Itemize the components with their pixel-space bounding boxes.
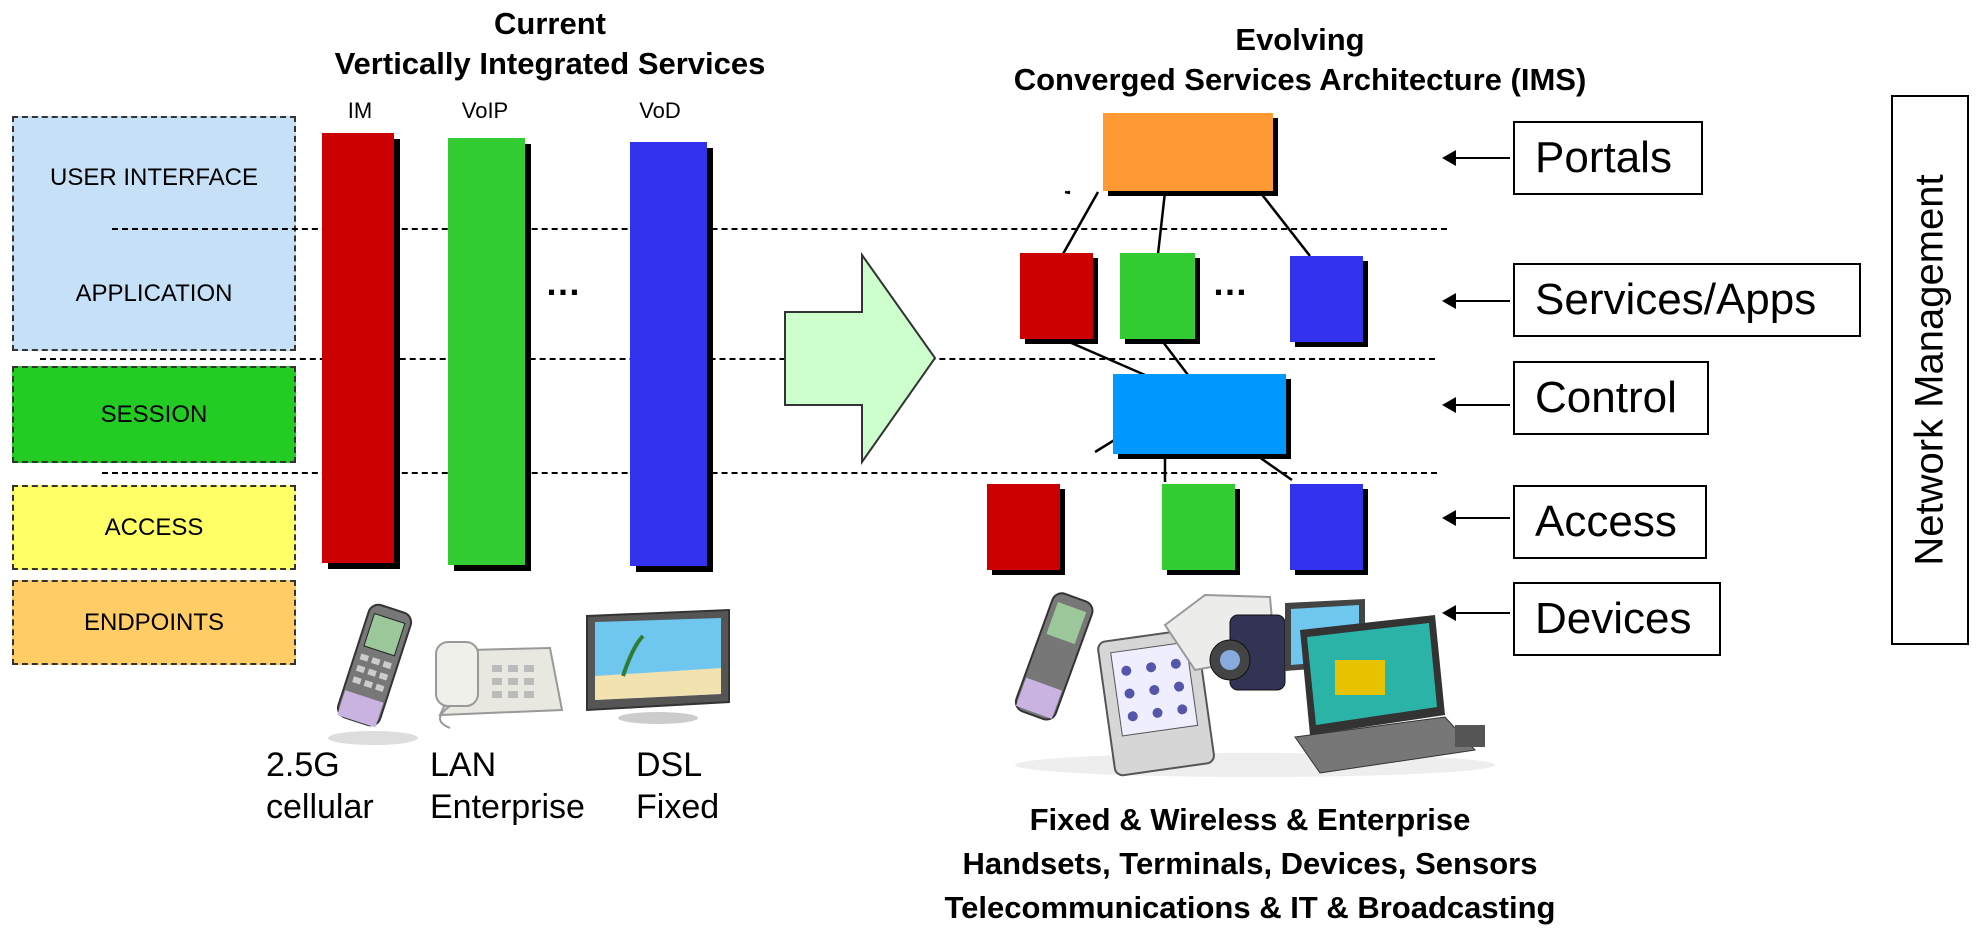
layer-user-interface-label: USER INTERFACE: [49, 164, 259, 191]
ims-access-red-box: [987, 484, 1060, 570]
devices-arrow-icon: [1442, 605, 1510, 621]
label-access: Access: [1513, 485, 1707, 559]
desk-phone-icon: [435, 641, 564, 729]
separator-ui-app: [112, 228, 1447, 230]
network-management-box: Network Management: [1891, 95, 1969, 645]
bottom-caption-line2: Handsets, Terminals, Devices, Sensors: [962, 846, 1538, 881]
device-cluster-icon: [1014, 592, 1495, 777]
column-bar-vod: [630, 142, 707, 566]
label-services-apps: Services/Apps: [1513, 263, 1861, 337]
services-arrow-icon: [1442, 293, 1510, 309]
device-label-cellular-line1: 2.5G: [266, 746, 340, 784]
device-label-enterprise-line1: LAN: [430, 746, 497, 784]
bottom-caption: Fixed & Wireless & Enterprise Handsets, …: [860, 798, 1640, 930]
device-label-enterprise: LAN Enterprise: [430, 744, 585, 828]
flat-tv-icon: [586, 608, 730, 724]
portals-arrow-icon: [1442, 150, 1510, 166]
device-label-enterprise-line2: Enterprise: [430, 788, 585, 826]
ims-control-box: [1113, 374, 1286, 454]
column-bar-voip: [448, 138, 525, 565]
access-arrow-icon: [1442, 510, 1510, 526]
column-header-im: IM: [347, 98, 373, 123]
layer-application-label: APPLICATION: [75, 280, 233, 307]
right-title-line1: Evolving: [1235, 22, 1365, 57]
label-devices: Devices: [1513, 582, 1721, 656]
ims-app-green-box: [1120, 253, 1195, 339]
label-portals: Portals: [1513, 121, 1703, 195]
bottom-caption-line3: Telecommunications & IT & Broadcasting: [944, 890, 1556, 925]
columns-ellipsis: …: [545, 262, 585, 303]
ims-app-red-box: [1020, 253, 1093, 339]
column-header-vod: VoD: [639, 98, 681, 123]
ims-access-blue-box: [1290, 484, 1363, 570]
column-bar-im: [322, 133, 394, 563]
layer-user-interface: USER INTERFACE APPLICATION: [12, 116, 296, 351]
device-label-fixed: DSL Fixed: [636, 744, 719, 828]
ims-apps-ellipsis: …: [1212, 262, 1252, 303]
left-title-line2: Vertically Integrated Services: [334, 46, 766, 81]
bottom-caption-line1: Fixed & Wireless & Enterprise: [1029, 802, 1471, 837]
ims-access-green-box: [1162, 484, 1235, 570]
control-arrow-icon: [1442, 397, 1510, 413]
left-title-line1: Current: [494, 6, 606, 41]
device-label-fixed-line2: Fixed: [636, 788, 720, 826]
device-label-cellular-line2: cellular: [266, 788, 374, 826]
right-title-line2: Converged Services Architecture (IMS): [1013, 62, 1587, 97]
separator-app-session: [40, 358, 1435, 360]
layer-endpoints-label: ENDPOINTS: [83, 608, 224, 636]
layer-session: SESSION: [12, 366, 296, 463]
ims-portal-box: [1103, 113, 1273, 191]
label-control: Control: [1513, 361, 1709, 435]
layer-access: ACCESS: [12, 485, 296, 570]
network-management-label: Network Management: [1907, 174, 1952, 566]
layer-session-label: SESSION: [100, 400, 208, 428]
layer-access-label: ACCESS: [104, 513, 204, 541]
left-title: Current Vertically Integrated Services: [250, 4, 850, 84]
device-label-fixed-line1: DSL: [636, 746, 703, 784]
ims-app-blue-box: [1290, 256, 1363, 342]
right-title: Evolving Converged Services Architecture…: [900, 20, 1700, 100]
separator-session-access: [102, 472, 1437, 474]
column-header-voip: VoIP: [461, 98, 509, 123]
cellphone-icon: [328, 603, 418, 745]
layer-endpoints: ENDPOINTS: [12, 580, 296, 665]
ims-connections: [1059, 190, 1311, 482]
transition-arrow: [784, 251, 937, 466]
device-label-cellular: 2.5G cellular: [266, 744, 374, 828]
